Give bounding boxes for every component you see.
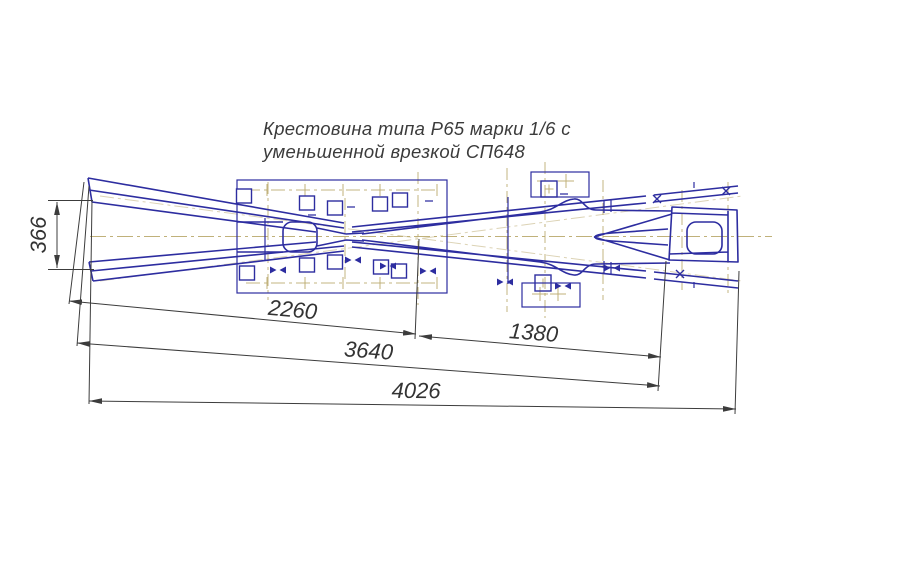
title-line-2: уменьшенной врезкой СП648 (263, 141, 526, 162)
dim-label-2260: 2260 (266, 295, 319, 325)
title-line-1: Крестовина типа Р65 марки 1/6 с (263, 118, 571, 139)
bolt-square (391, 192, 409, 208)
dim-line-2260 (68, 299, 417, 336)
main-base-plate (236, 179, 448, 294)
bolt-square (326, 200, 344, 216)
drawing-title: Крестовина типа Р65 марки 1/6 с уменьшен… (263, 117, 571, 163)
bolt-square (298, 257, 316, 273)
center-casting-opening (282, 221, 318, 253)
weld-marks (270, 186, 731, 290)
top-insert-plate (530, 171, 590, 198)
centerline-cross-ticks (266, 174, 574, 301)
right-upper-wing-rail (351, 185, 739, 235)
bolt-square (235, 188, 253, 204)
dimension-lines (48, 181, 740, 415)
frog-point (593, 213, 673, 261)
left-upper-rail (87, 177, 345, 233)
right-lower-wing-rail (351, 239, 739, 289)
dimension-labels: 366 2260 1380 3640 4026 (26, 216, 560, 403)
tail-block-opening (686, 221, 723, 255)
plate-centerlines (246, 189, 438, 284)
bottom-insert-bolt (534, 274, 552, 292)
dim-line-4026 (88, 398, 737, 412)
top-insert-bolt (540, 180, 558, 198)
vertical-centerlines (267, 162, 729, 318)
bolt-square (326, 254, 344, 270)
x-marks (652, 186, 731, 279)
center-casting (237, 221, 365, 253)
crossing-body (87, 177, 739, 289)
bolt-squares (235, 188, 409, 281)
base-plates (236, 171, 695, 308)
bolt-square (298, 195, 316, 211)
bolt-square (371, 196, 389, 212)
left-lower-rail (88, 241, 345, 282)
bolt-square (238, 265, 256, 281)
dim-line-3640 (76, 341, 661, 388)
tail-block (668, 206, 739, 263)
dim-label-366: 366 (26, 216, 51, 253)
dim-label-3640: 3640 (343, 336, 394, 365)
dim-label-1380: 1380 (508, 318, 560, 347)
dim-label-4026: 4026 (391, 378, 441, 404)
